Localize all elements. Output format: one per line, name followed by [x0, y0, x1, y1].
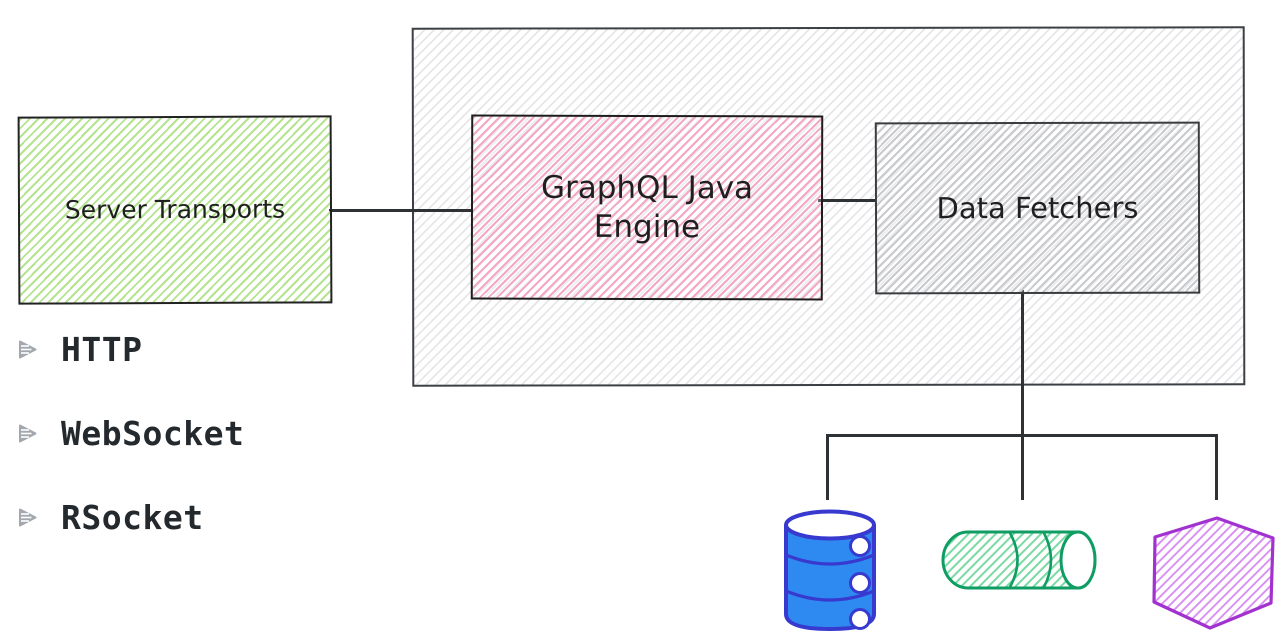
list-item: RSocket [16, 498, 346, 537]
transport-label: WebSocket [61, 414, 245, 453]
graphql-java-engine-node: GraphQL Java Engine [470, 114, 824, 301]
graphql-java-engine-label: GraphQL Java Engine [540, 169, 754, 245]
server-transports-label: Server Transports [64, 194, 286, 225]
list-item: HTTP [16, 330, 346, 369]
connector-drop-hexagon [1215, 434, 1218, 500]
data-fetchers-node: Data Fetchers [874, 121, 1201, 295]
connector-engine-fetchers [818, 199, 876, 202]
connector-drop-pipe [1021, 434, 1024, 500]
data-fetchers-label: Data Fetchers [936, 190, 1139, 226]
hexagon-icon [1152, 516, 1275, 630]
triangle-bullet-icon [19, 424, 37, 443]
database-cylinder-icon [784, 509, 876, 631]
connector-transports-engine [329, 209, 472, 212]
list-item: WebSocket [16, 414, 346, 453]
connector-fetchers-down [1021, 290, 1024, 436]
server-transports-node: Server Transports [17, 115, 333, 305]
transport-label: HTTP [61, 330, 143, 369]
transport-list: HTTP WebSocket RSocket [16, 330, 346, 537]
connector-drop-database [826, 434, 829, 500]
transport-label: RSocket [61, 498, 204, 537]
triangle-bullet-icon [19, 508, 37, 527]
triangle-bullet-icon [19, 340, 37, 359]
pipe-cylinder-icon [941, 530, 1097, 590]
